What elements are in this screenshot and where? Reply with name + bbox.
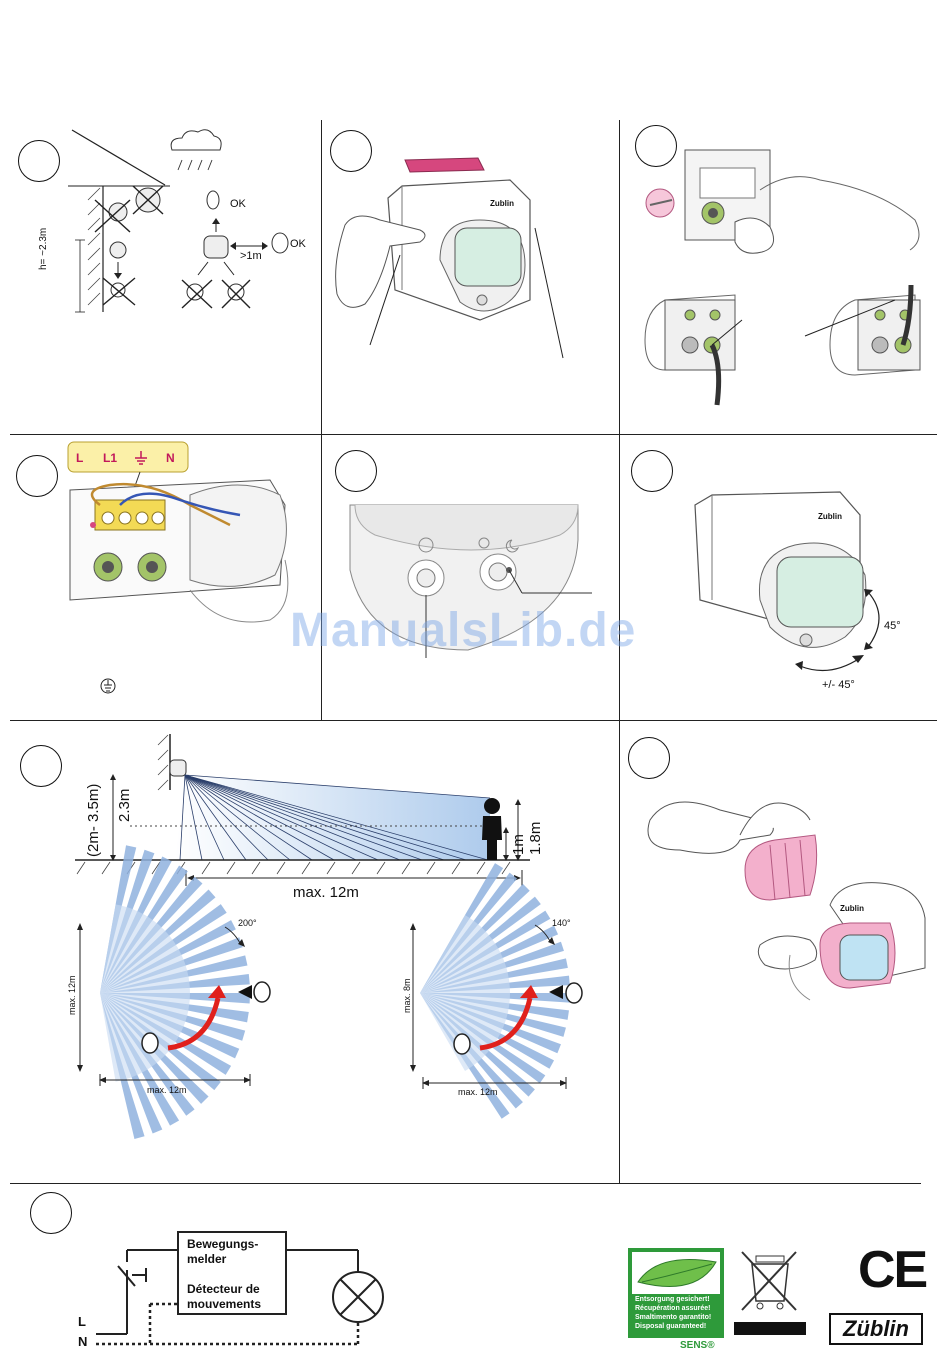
panel6-brand: Zublin (818, 512, 842, 521)
step-circle-6 (631, 450, 673, 492)
step-circle-4 (16, 455, 58, 497)
wiring-box-line4: mouvements (187, 1297, 262, 1311)
step-circle-1 (18, 140, 60, 182)
weee-bin-icon (734, 1251, 806, 1335)
panel5-knobs-illustration (349, 504, 592, 658)
pattern-b-bottom: max. 12m (458, 1087, 498, 1097)
wiring-box-line1: Bewegungs- (187, 1237, 259, 1251)
divider-v1 (321, 120, 322, 720)
divider-h2 (10, 720, 937, 721)
panel7-max-distance: max. 12m (293, 884, 359, 901)
wiring-box-line2: melder (187, 1252, 227, 1266)
step-circle-5 (335, 450, 377, 492)
panel4-earth-icon (135, 451, 147, 465)
panel4-terminal-L1: L1 (103, 451, 118, 465)
recycle-line1: Entsorgung gesichert! (635, 1296, 710, 1303)
pattern-a-angle: 200° (238, 918, 257, 928)
panel1-ok-side: OK (290, 238, 306, 250)
panel4-terminal-L: L (76, 451, 84, 465)
wiring-box-line3: Détecteur de (187, 1282, 260, 1296)
step-circle-9 (30, 1192, 72, 1234)
watermark: ManualsLib.de (290, 604, 637, 657)
panel2-housing-illustration (335, 157, 564, 359)
leaf-icon (632, 1252, 720, 1294)
divider-h1 (10, 434, 937, 435)
step-circle-7 (20, 745, 62, 787)
pattern-b-angle: 140° (552, 918, 571, 928)
panel3-cable-illustration (644, 149, 921, 406)
step-circle-8 (628, 737, 670, 779)
panel6-angle-horizontal: +/- 45° (822, 679, 855, 691)
panel6-angle-vertical: 45° (884, 620, 901, 632)
recycle-line2: Récupération assurée! (635, 1305, 711, 1312)
panel6-head-illustration (694, 491, 880, 672)
step-circle-3 (635, 125, 677, 167)
recycle-badge: Entsorgung gesichert! Récupération assur… (628, 1248, 724, 1338)
recycle-line3: Smaltimento garantito! (635, 1314, 712, 1321)
wiring-label-N: N (78, 1334, 88, 1349)
panel2-brand: Zublin (490, 199, 514, 208)
wiring-diagram (96, 1231, 384, 1346)
panel4-terminal-illustration (67, 441, 289, 694)
recycle-line4: Disposal guaranteed! (635, 1323, 707, 1330)
divider-h3 (10, 1183, 921, 1184)
divider-v2 (619, 120, 620, 1183)
panel1-distance-label: >1m (240, 250, 262, 262)
panel8-brand: Zublin (840, 904, 864, 913)
panel1-mounting-illustration (68, 129, 289, 313)
panel4-terminal-N: N (166, 451, 175, 465)
recycle-sens: SENS® (680, 1340, 715, 1351)
panel8-cover-illustration (647, 801, 926, 1001)
pattern-a-bottom: max. 12m (147, 1085, 187, 1095)
step-circle-2 (330, 130, 372, 172)
panel1-ok-top: OK (230, 198, 246, 210)
panel7-range-diagram (75, 734, 583, 1139)
wiring-label-L: L (78, 1314, 86, 1329)
ce-mark: CE (858, 1241, 928, 1299)
brand-logo: Züblin (829, 1313, 923, 1345)
